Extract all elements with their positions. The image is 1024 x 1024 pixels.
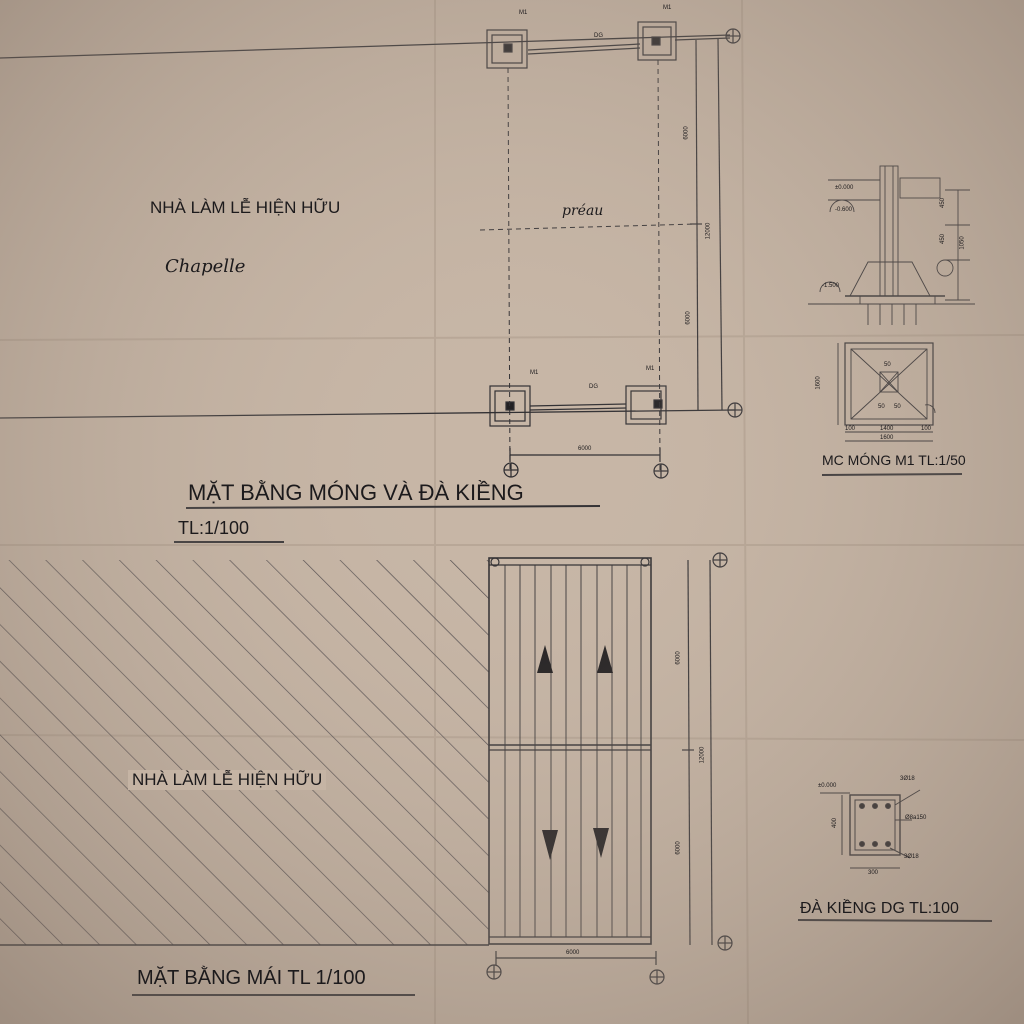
level-label-1: -0.600 (835, 207, 853, 213)
preau-note: préau (562, 203, 604, 219)
chapelle-note: Chapelle (165, 256, 246, 277)
foundation-dim-bay-2: 6000 (685, 311, 692, 325)
plan-dim-h-3: 1600 (880, 435, 894, 441)
footing-tag-nw: M1 (519, 10, 528, 16)
plan-side-dim: 1600 (815, 376, 822, 390)
plan-dim-h-0: 100 (845, 426, 856, 432)
footing-tag-se: M1 (646, 366, 655, 372)
plan-dim-h-2: 100 (921, 426, 932, 432)
roof-dim-bay-1: 6000 (675, 651, 682, 665)
beam-width: 300 (868, 870, 879, 876)
level-label-2: -1.500 (822, 283, 840, 289)
section-dim-v-2: 1050 (959, 236, 966, 250)
footing-tag-ne: M1 (663, 5, 672, 11)
foundation-plan-title: MẶT BẰNG MÓNG VÀ ĐÀ KIỀNG (188, 480, 524, 505)
footing-tag-sw: M1 (530, 370, 539, 376)
rebar-spacing-2: 50 (894, 404, 901, 410)
level-label-0: ±0.000 (835, 185, 854, 191)
beam-tag-top: DG (594, 33, 603, 39)
beam-level: ±0.000 (818, 783, 837, 789)
footing-section-title: MC MÓNG M1 TL:1/50 (822, 452, 966, 468)
beam-tag-bottom: DG (589, 384, 598, 390)
beam-stirrups: Ø8a150 (905, 815, 927, 821)
beam-top-bars: 3Ø18 (900, 776, 915, 782)
roof-dim-span: 6000 (566, 950, 580, 956)
foundation-plan-scale: TL:1/100 (178, 518, 250, 538)
foundation-dim-total: 12000 (705, 222, 712, 240)
existing-building-label: NHÀ LÀM LỄ HIỆN HỮU (150, 198, 341, 217)
foundation-dim-bay-1: 6000 (683, 126, 690, 140)
roof-plan-title: MẶT BẰNG MÁI TL 1/100 (137, 967, 366, 989)
roof-dim-total: 12000 (699, 746, 706, 764)
rebar-spacing-0: 50 (884, 362, 891, 368)
rebar-spacing-1: 50 (878, 404, 885, 410)
beam-bottom-bars: 3Ø18 (904, 854, 919, 860)
section-dim-v-1: 450 (940, 233, 947, 245)
beam-height: 400 (832, 817, 839, 829)
section-dim-v-0: 450 (940, 197, 947, 209)
beam-section-title: ĐÀ KIỀNG DG TL:100 (800, 900, 959, 917)
roof-dim-bay-2: 6000 (675, 841, 682, 855)
roof-existing-building-label: NHÀ LÀM LỄ HIỆN HỮU (128, 770, 327, 790)
plan-dim-h-1: 1400 (880, 426, 894, 432)
foundation-dim-span: 6000 (578, 446, 592, 452)
